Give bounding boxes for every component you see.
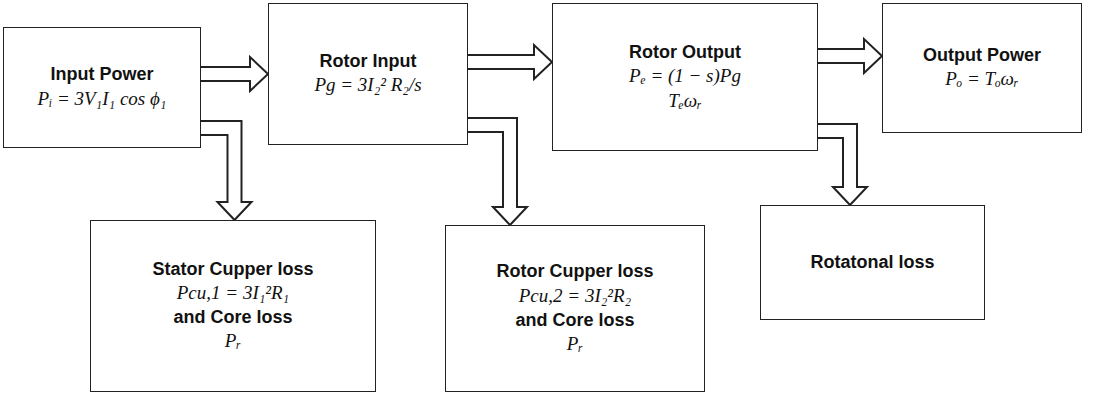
box-heading: Rotor Output xyxy=(629,41,741,64)
arrow-fill xyxy=(468,125,510,209)
box-formula: Pᵣ xyxy=(567,332,583,357)
box-formula: Pₑ = (1 − s)Pg xyxy=(629,64,741,89)
box-heading: Stator Cupper loss xyxy=(152,258,313,281)
flow-arrow xyxy=(201,128,252,220)
power-box: Rotor InputPg = 3I₂² R₂/s xyxy=(268,3,468,145)
box-formula: and Core loss xyxy=(515,309,634,332)
power-box: Rotor OutputPₑ = (1 − s)PgTₑωᵣ xyxy=(552,3,818,151)
arrow-head xyxy=(833,187,867,205)
box-formula: Pcu,2 = 3I₂²R₂ xyxy=(519,284,631,309)
box-formula: Pᵢ = 3V₁I₁ cos ϕ₁ xyxy=(38,87,167,112)
flow-arrow xyxy=(468,45,552,79)
arrow-head xyxy=(864,39,882,73)
box-heading: Rotatonal loss xyxy=(810,251,934,274)
flow-arrow xyxy=(468,125,527,225)
box-formula: Pcu,1 = 3I₁²R₁ xyxy=(177,281,289,306)
arrow-head xyxy=(218,202,252,220)
arrow-fill xyxy=(468,56,536,68)
power-box: Input PowerPᵢ = 3V₁I₁ cos ϕ₁ xyxy=(3,27,201,148)
arrow-fill xyxy=(818,131,850,189)
power-box: Output PowerPₒ = Tₒωᵣ xyxy=(882,3,1082,133)
box-formula: Pₒ = Tₒωᵣ xyxy=(945,67,1018,92)
arrow-fill xyxy=(201,68,252,80)
flow-arrow xyxy=(818,131,867,205)
box-formula: Tₑωᵣ xyxy=(668,89,702,114)
arrow-head xyxy=(493,207,527,225)
arrow-head xyxy=(534,45,552,79)
box-formula: and Core loss xyxy=(173,306,292,329)
arrow-head xyxy=(250,57,268,91)
arrow-fill xyxy=(201,128,235,204)
loss-box: Rotatonal loss xyxy=(760,205,985,320)
flow-arrow xyxy=(818,39,882,73)
box-formula: Pᵣ xyxy=(225,329,241,354)
loss-box: Stator Cupper lossPcu,1 = 3I₁²R₁and Core… xyxy=(90,220,376,392)
box-heading: Rotor Input xyxy=(320,50,417,73)
arrow-outline xyxy=(468,125,510,207)
box-heading: Output Power xyxy=(923,44,1041,67)
box-formula: Pg = 3I₂² R₂/s xyxy=(314,73,421,98)
box-heading: Rotor Cupper loss xyxy=(496,260,653,283)
flow-arrow xyxy=(201,57,268,91)
box-heading: Input Power xyxy=(51,63,154,86)
arrow-fill xyxy=(818,50,866,62)
loss-box: Rotor Cupper lossPcu,2 = 3I₂²R₂and Core … xyxy=(445,225,705,392)
